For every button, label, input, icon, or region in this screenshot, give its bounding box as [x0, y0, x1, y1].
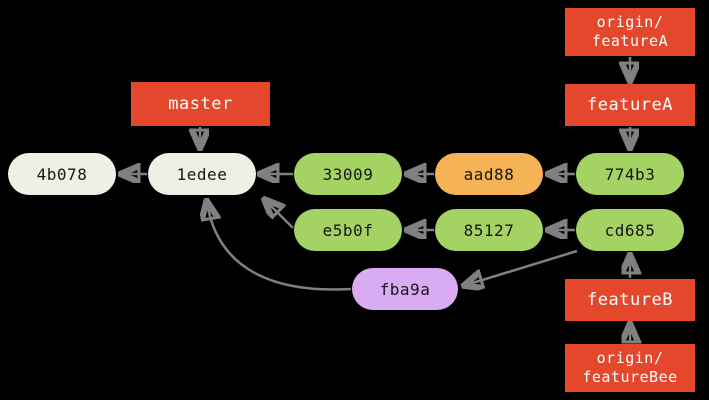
commit-node-85127: 85127 [435, 209, 543, 251]
commit-node-1edee: 1edee [148, 153, 256, 195]
branch-label-featureA: featureA [565, 84, 695, 126]
commit-node-33009: 33009 [294, 153, 402, 195]
branch-label-origin-featureA: origin/ featureA [565, 8, 695, 56]
commit-node-774b3: 774b3 [576, 153, 684, 195]
edge-cd685-to-fba9a [466, 249, 578, 285]
commit-node-fba9a: fba9a [352, 268, 458, 310]
commit-node-e5b0f: e5b0f [294, 209, 402, 251]
branch-label-master: master [131, 82, 270, 126]
branch-label-origin-featureBee: origin/ featureBee [565, 344, 695, 392]
commit-node-4b078: 4b078 [8, 153, 116, 195]
commit-node-cd685: cd685 [576, 209, 684, 251]
edge-e5b0f-to-1edee [266, 201, 294, 229]
commit-node-aad88: aad88 [435, 153, 543, 195]
branch-label-featureB: featureB [565, 279, 695, 321]
